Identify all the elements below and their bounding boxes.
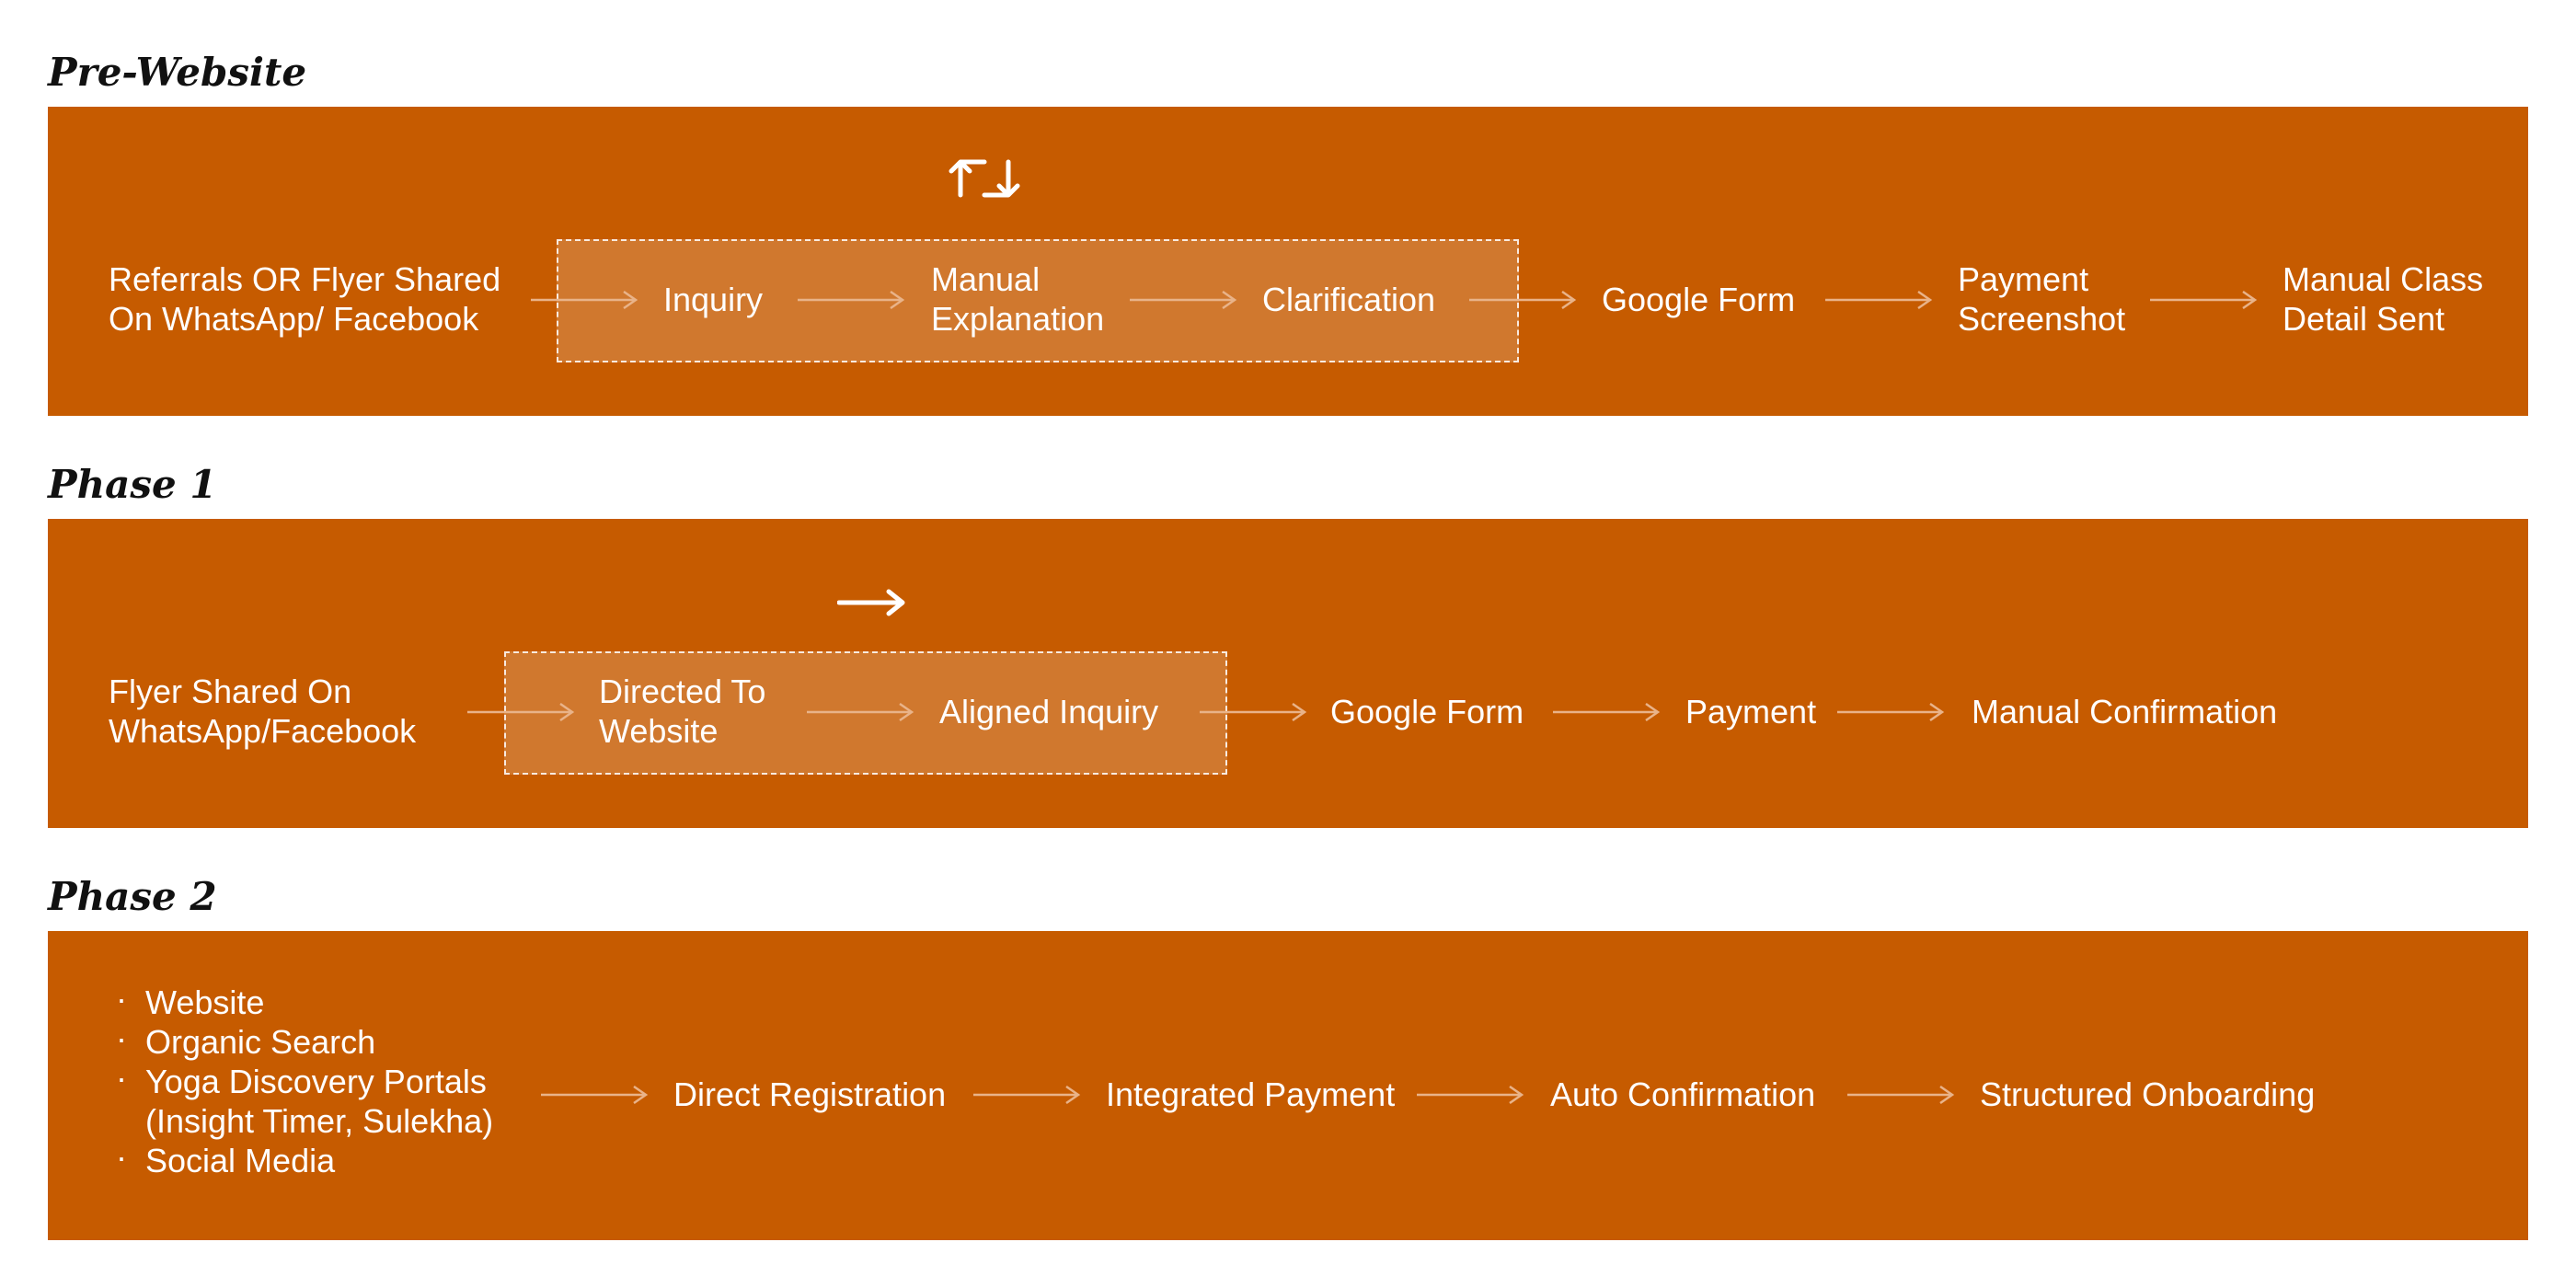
step-manual-confirmation: Manual Confirmation xyxy=(1972,693,2278,730)
step-direct-registration: Direct Registration xyxy=(673,1075,947,1113)
phase-2-flow-band: Website Organic Search Yoga Discovery Po… xyxy=(48,931,2528,1240)
flow-arrow xyxy=(1469,291,1577,309)
list-item: Organic Search xyxy=(109,1018,493,1062)
flow-arrow xyxy=(973,1086,1081,1104)
section-title-phase-2: Phase 2 xyxy=(48,874,217,919)
flow-arrow xyxy=(2150,291,2258,309)
list-item: Yoga Discovery Portals(Insight Timer, Su… xyxy=(109,1058,493,1141)
step-google-form: Google Form xyxy=(1330,693,1524,730)
flow-arrow xyxy=(541,1086,649,1104)
flow-arrow xyxy=(1200,703,1307,721)
manual-loop-highlight xyxy=(557,239,1519,362)
flow-arrow xyxy=(1837,703,1945,721)
step-structured-onboarding: Structured Onboarding xyxy=(1980,1075,2316,1113)
section-title-phase-1: Phase 1 xyxy=(48,462,217,507)
traffic-sources-list: Website Organic Search Yoga Discovery Po… xyxy=(109,979,493,1180)
step-clarification: Clarification xyxy=(1262,281,1436,318)
flow-arrow xyxy=(798,291,905,309)
flow-arrow xyxy=(1553,703,1661,721)
step-integrated-payment: Integrated Payment xyxy=(1106,1075,1396,1113)
repeat-loop-icon xyxy=(949,159,1020,198)
list-item: Website xyxy=(109,979,493,1022)
list-item: Social Media xyxy=(109,1137,493,1180)
flow-arrow xyxy=(807,703,914,721)
flow-arrow xyxy=(1847,1086,1955,1104)
step-auto-confirmation: Auto Confirmation xyxy=(1550,1075,1816,1113)
flow-arrow xyxy=(1825,291,1933,309)
flow-arrow xyxy=(531,291,638,309)
flow-arrow xyxy=(1417,1086,1524,1104)
step-inquiry: Inquiry xyxy=(663,281,764,318)
section-title-pre-website: Pre-Website xyxy=(48,50,307,95)
step-payment: Payment xyxy=(1685,693,1817,730)
flow-arrow xyxy=(467,703,575,721)
right-arrow-icon xyxy=(837,589,905,616)
flow-arrow xyxy=(1130,291,1237,309)
step-aligned-inquiry: Aligned Inquiry xyxy=(939,693,1159,730)
step-google-form: Google Form xyxy=(1602,281,1796,318)
